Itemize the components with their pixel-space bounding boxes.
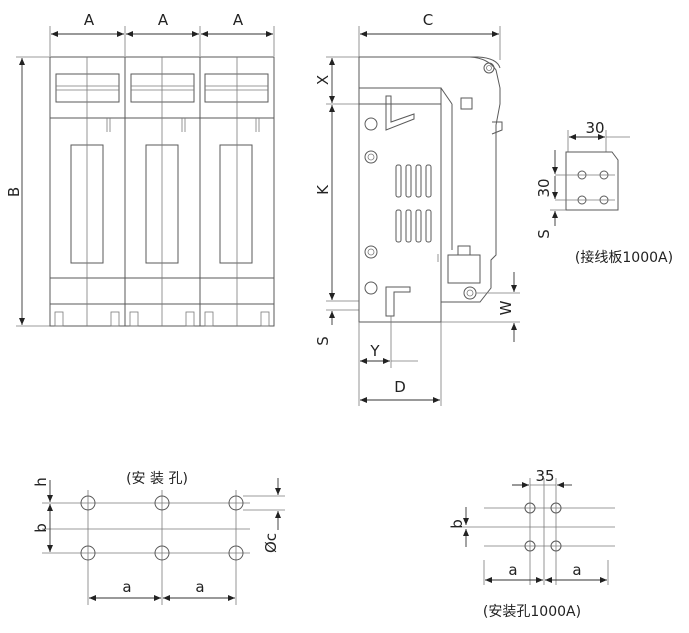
pole-3 bbox=[204, 57, 270, 327]
dim-label-b: B bbox=[5, 187, 23, 197]
side-y-dimension: Y D bbox=[358, 316, 442, 406]
dim-35: 35 bbox=[535, 467, 554, 485]
dim-label-s: S bbox=[314, 336, 332, 346]
dim-label-y: Y bbox=[369, 342, 380, 360]
dim-a1: a bbox=[122, 578, 131, 596]
dim-a-1000a-1: a bbox=[508, 561, 517, 579]
front-view: A A A B bbox=[5, 11, 275, 327]
dim-a-1000a-2: a bbox=[572, 561, 581, 579]
side-width-dimension: C bbox=[358, 11, 501, 85]
dim-b: b bbox=[32, 523, 50, 533]
dim-30-height: 30 bbox=[535, 178, 553, 197]
dim-label-a2: A bbox=[158, 11, 169, 29]
side-view: C X K S bbox=[314, 11, 520, 406]
dim-c: Øc bbox=[262, 533, 280, 553]
dim-h: h bbox=[32, 477, 50, 487]
dim-label-x: X bbox=[314, 75, 332, 85]
mounting-holes-caption: (安 装 孔) bbox=[126, 471, 188, 487]
dim-30-width: 30 bbox=[585, 119, 604, 137]
dim-label-k: K bbox=[314, 184, 332, 195]
side-w-dimension: W bbox=[441, 272, 520, 342]
pole-2 bbox=[129, 57, 195, 327]
dim-label-a1: A bbox=[84, 11, 95, 29]
dim-label-c: C bbox=[423, 11, 433, 29]
terminal-plate-caption: (接线板1000A) bbox=[575, 249, 673, 266]
dim-label-a3: A bbox=[233, 11, 244, 29]
side-body bbox=[358, 56, 503, 323]
mounting-holes-view: (安 装 孔) h b Øc a a bbox=[32, 471, 285, 605]
front-width-dimension: A A A bbox=[49, 11, 275, 56]
dim-label-d: D bbox=[394, 378, 406, 396]
terminal-plate-view: 30 30 S (接线板1000A) bbox=[535, 119, 673, 266]
dim-a2: a bbox=[195, 578, 204, 596]
dim-label-w: W bbox=[497, 300, 515, 315]
mounting-holes-1000a-caption: (安装孔1000A) bbox=[483, 604, 581, 620]
pole-1 bbox=[54, 57, 120, 327]
dim-b-1000a: b bbox=[448, 519, 466, 529]
side-height-dimensions: X K S bbox=[314, 56, 359, 346]
front-height-dimension: B bbox=[5, 56, 50, 327]
dim-s-terminal: S bbox=[535, 229, 553, 239]
mounting-holes-1000a-view: 35 b a a (安装孔1000A) bbox=[448, 467, 615, 620]
